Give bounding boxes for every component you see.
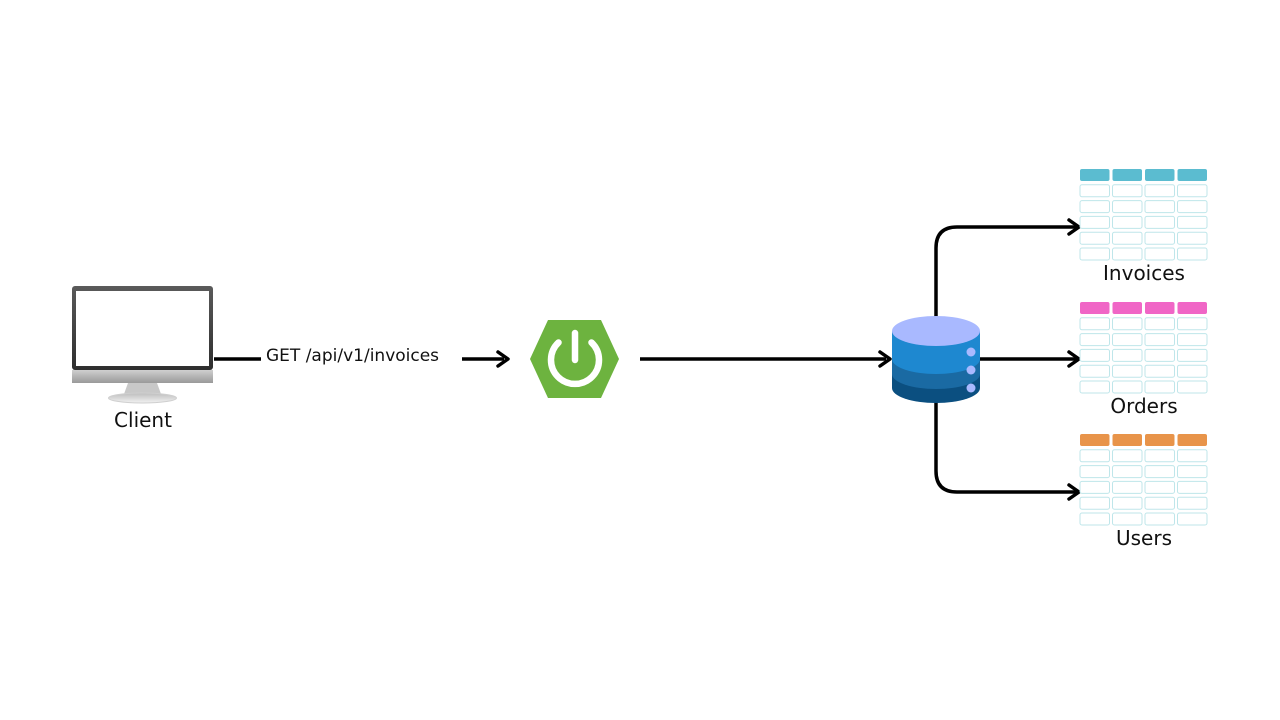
table-cell — [1079, 215, 1110, 229]
table-cell — [1112, 449, 1143, 463]
table-cell — [1112, 480, 1143, 494]
table-header-cell — [1112, 434, 1142, 446]
table-cell — [1177, 184, 1208, 198]
table-cell — [1112, 496, 1143, 510]
table-cell — [1177, 512, 1208, 526]
table-cell — [1079, 465, 1110, 479]
table-cell — [1079, 317, 1110, 331]
table-cell — [1079, 200, 1110, 214]
table-cell — [1144, 512, 1175, 526]
table-cell — [1112, 215, 1143, 229]
table-arrows — [934, 218, 1081, 501]
db-arrow — [640, 350, 892, 368]
table-cell — [1112, 200, 1143, 214]
table-cell — [1112, 348, 1143, 362]
client-monitor-icon — [72, 286, 213, 404]
table-header-cell — [1080, 434, 1110, 446]
table-cell — [1112, 247, 1143, 261]
table-header-cell — [1112, 169, 1142, 181]
table-cell — [1144, 184, 1175, 198]
table-cell — [1079, 480, 1110, 494]
client-label: Client — [114, 408, 172, 432]
table-grid-orders — [1079, 302, 1208, 394]
table-cell — [1079, 348, 1110, 362]
table-cell — [1177, 333, 1208, 347]
table-cell — [1144, 317, 1175, 331]
table-cell — [1144, 465, 1175, 479]
table-cell — [1112, 465, 1143, 479]
table-cell — [1079, 333, 1110, 347]
table-header-cell — [1145, 434, 1175, 446]
table-cell — [1144, 480, 1175, 494]
table-header-cell — [1112, 302, 1142, 314]
table-cell — [1177, 465, 1208, 479]
table-cell — [1079, 512, 1110, 526]
table-cell — [1144, 200, 1175, 214]
server-power-icon — [530, 320, 619, 398]
table-cell — [1177, 247, 1208, 261]
table-header-cell — [1177, 434, 1207, 446]
table-cell — [1144, 449, 1175, 463]
table-cell — [1177, 496, 1208, 510]
table-cell — [1079, 231, 1110, 245]
request-arrow — [214, 350, 510, 368]
table-label-invoices: Invoices — [1103, 261, 1185, 285]
table-cell — [1079, 247, 1110, 261]
table-grid-invoices — [1079, 169, 1208, 261]
table-header-cell — [1145, 302, 1175, 314]
table-cell — [1112, 380, 1143, 394]
table-cell — [1112, 231, 1143, 245]
table-cell — [1079, 380, 1110, 394]
table-cell — [1144, 348, 1175, 362]
table-cell — [1177, 480, 1208, 494]
table-cell — [1112, 333, 1143, 347]
table-header-cell — [1080, 169, 1110, 181]
table-header-cell — [1080, 302, 1110, 314]
table-label-users: Users — [1115, 526, 1172, 550]
table-cell — [1177, 364, 1208, 378]
table-cell — [1177, 215, 1208, 229]
table-cell — [1144, 215, 1175, 229]
table-cell — [1079, 496, 1110, 510]
table-cell — [1144, 247, 1175, 261]
table-cell — [1112, 512, 1143, 526]
table-label-orders: Orders — [1110, 394, 1178, 418]
table-cell — [1177, 231, 1208, 245]
table-cell — [1177, 348, 1208, 362]
table-header-cell — [1177, 169, 1207, 181]
table-cell — [1177, 380, 1208, 394]
database-icon — [892, 316, 980, 403]
table-header-cell — [1177, 302, 1207, 314]
table-header-cell — [1145, 169, 1175, 181]
table-cell — [1177, 449, 1208, 463]
table-cell — [1144, 333, 1175, 347]
table-cell — [1079, 184, 1110, 198]
tables — [1079, 169, 1208, 526]
table-grid-users — [1079, 434, 1208, 526]
table-cell — [1177, 317, 1208, 331]
request-label: GET /api/v1/invoices — [262, 346, 444, 366]
table-cell — [1112, 317, 1143, 331]
table-cell — [1144, 380, 1175, 394]
table-cell — [1112, 364, 1143, 378]
table-cell — [1079, 364, 1110, 378]
table-cell — [1144, 364, 1175, 378]
table-cell — [1177, 200, 1208, 214]
table-cell — [1144, 496, 1175, 510]
table-cell — [1144, 231, 1175, 245]
table-cell — [1112, 184, 1143, 198]
table-cell — [1079, 449, 1110, 463]
